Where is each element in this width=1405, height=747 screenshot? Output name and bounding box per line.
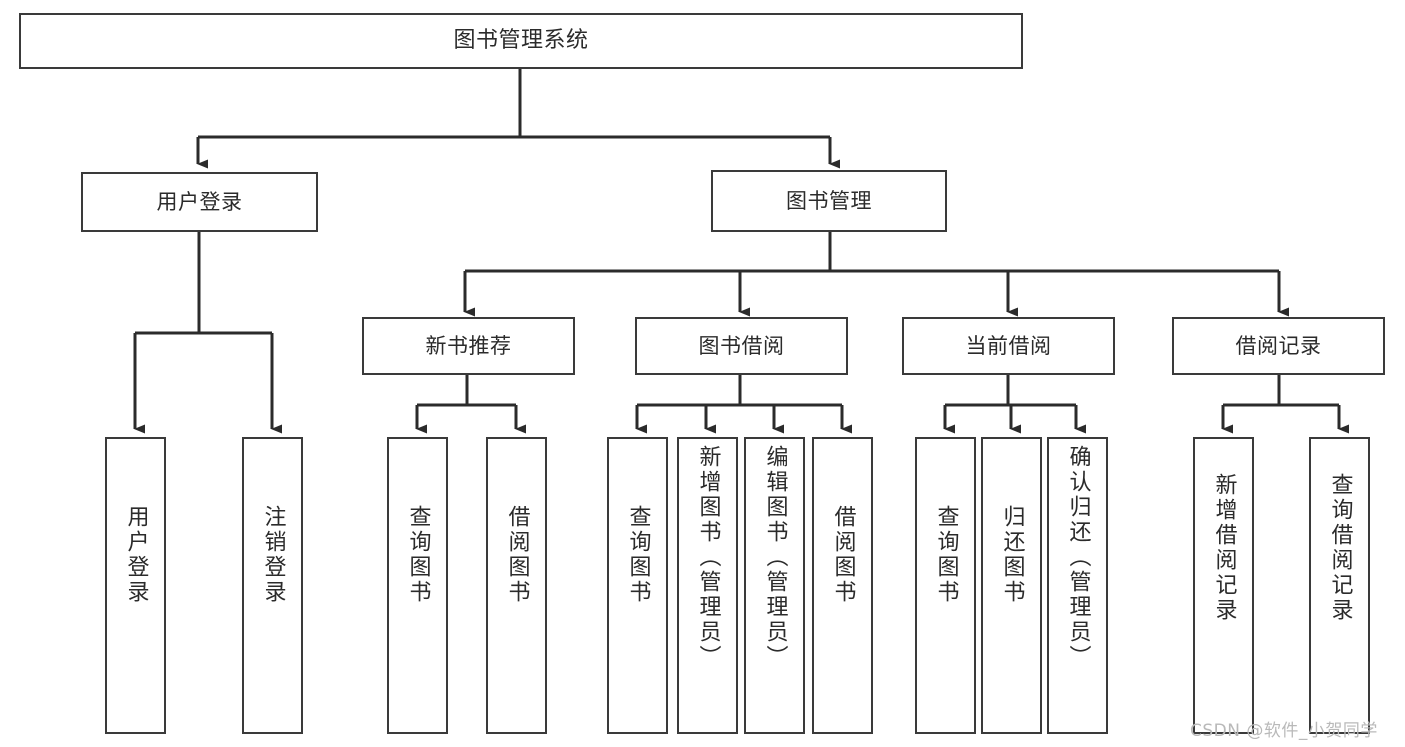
node-current-borrow[interactable]: 当前借阅 (902, 317, 1115, 375)
node-borrow-record[interactable]: 借阅记录 (1172, 317, 1385, 375)
node-label: 用户登录 (123, 505, 149, 605)
node-leaf-add-borrow-record[interactable]: 新增借阅记录 (1193, 437, 1254, 734)
node-leaf-query-book-1[interactable]: 查询图书 (387, 437, 448, 734)
node-label: 编辑图书（管理员） (762, 445, 788, 670)
node-label: 查询图书 (405, 505, 431, 605)
node-new-book-recommend[interactable]: 新书推荐 (362, 317, 575, 375)
node-leaf-query-book-3[interactable]: 查询图书 (915, 437, 976, 734)
node-label: 新增借阅记录 (1211, 473, 1237, 623)
node-label: 查询图书 (625, 505, 651, 605)
node-label: 新书推荐 (425, 333, 512, 358)
node-label: 图书借阅 (698, 333, 785, 358)
node-label: 确认归还（管理员） (1065, 445, 1091, 670)
node-label: 当前借阅 (965, 333, 1052, 358)
node-user-login[interactable]: 用户登录 (81, 172, 318, 232)
node-leaf-return-book[interactable]: 归还图书 (981, 437, 1042, 734)
node-label: 图书管理 (786, 188, 872, 213)
node-label: 图书管理系统 (453, 28, 589, 54)
node-leaf-add-book-admin[interactable]: 新增图书（管理员） (677, 437, 738, 734)
node-label: 借阅记录 (1235, 333, 1322, 358)
node-leaf-borrow-book-1[interactable]: 借阅图书 (486, 437, 547, 734)
node-leaf-confirm-return-admin[interactable]: 确认归还（管理员） (1047, 437, 1108, 734)
node-label: 注销登录 (260, 505, 286, 605)
node-label: 借阅图书 (830, 505, 856, 605)
node-book-management[interactable]: 图书管理 (711, 170, 947, 232)
node-label: 归还图书 (999, 505, 1025, 605)
node-book-borrow[interactable]: 图书借阅 (635, 317, 848, 375)
node-leaf-borrow-book-2[interactable]: 借阅图书 (812, 437, 873, 734)
node-label: 查询图书 (933, 505, 959, 605)
node-label: 新增图书（管理员） (695, 445, 721, 670)
node-leaf-user-login[interactable]: 用户登录 (105, 437, 166, 734)
node-label: 用户登录 (156, 189, 243, 214)
csdn-watermark: CSDN @软件_小贺同学 (1190, 721, 1378, 741)
node-label: 查询借阅记录 (1327, 473, 1353, 623)
node-leaf-logout[interactable]: 注销登录 (242, 437, 303, 734)
node-root-book-management-system[interactable]: 图书管理系统 (19, 13, 1023, 69)
node-leaf-query-borrow-record[interactable]: 查询借阅记录 (1309, 437, 1370, 734)
node-leaf-query-book-2[interactable]: 查询图书 (607, 437, 668, 734)
node-label: 借阅图书 (504, 505, 530, 605)
node-leaf-edit-book-admin[interactable]: 编辑图书（管理员） (744, 437, 805, 734)
